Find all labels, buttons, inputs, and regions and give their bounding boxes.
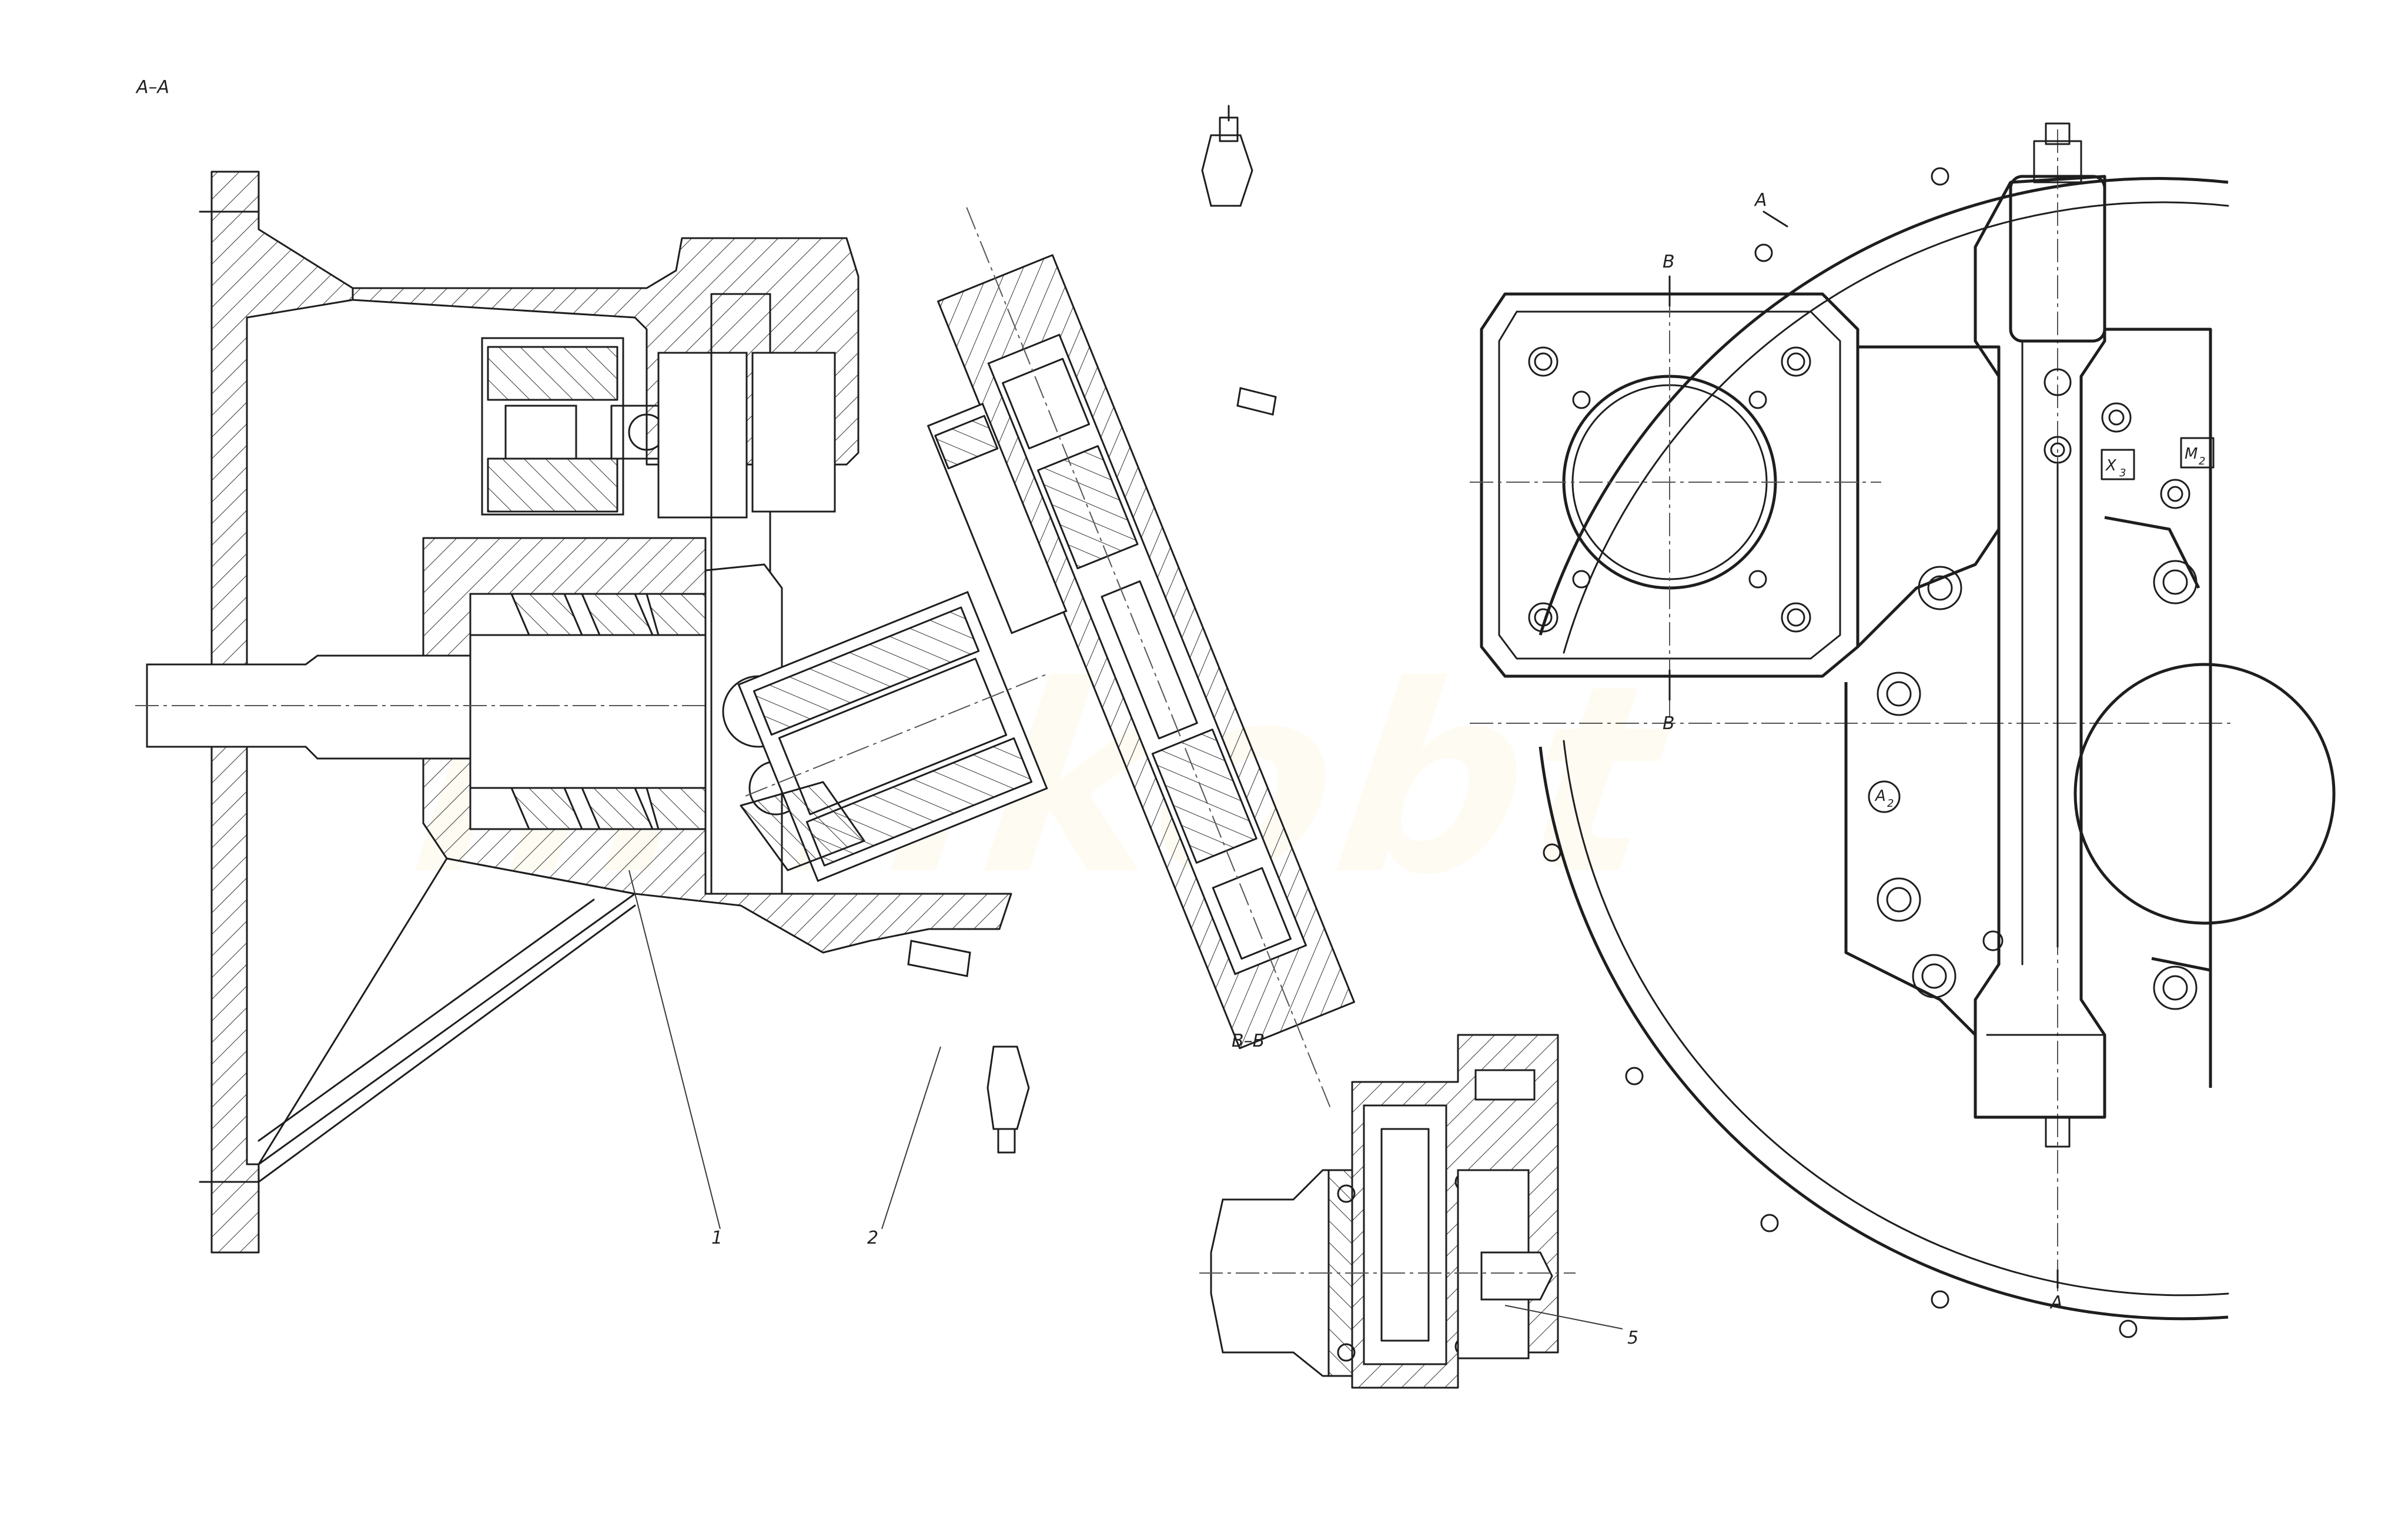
section-bb-title: B–B xyxy=(1232,1031,1265,1051)
port-label-x3: X xyxy=(2105,457,2117,475)
top-adjust-screw xyxy=(1201,105,1253,207)
square-flange xyxy=(1480,292,1859,678)
control-column xyxy=(1974,175,2106,1119)
front-view xyxy=(1470,122,2336,1338)
port-label-m2: M xyxy=(2185,445,2198,463)
port-label-x3-sub: 3 xyxy=(2119,467,2126,479)
flange-bolt-holes xyxy=(1543,167,2138,1338)
callout-2: 2 xyxy=(867,1228,878,1248)
cut-label-b-top: B xyxy=(1663,252,1675,272)
section-bb-view xyxy=(1199,1034,1623,1389)
mounting-flange xyxy=(210,171,354,1254)
bottom-adjust-screw xyxy=(986,1045,1030,1154)
cut-label-b-bottom: B xyxy=(1663,713,1675,734)
port-label-a2-sub: 2 xyxy=(1887,797,1894,810)
drive-shaft xyxy=(135,634,999,789)
callout-1: 1 xyxy=(711,1228,723,1248)
control-housing xyxy=(927,207,1355,1107)
port-label-a2: A xyxy=(1874,787,1886,805)
callout-5: 5 xyxy=(1627,1328,1638,1348)
tapered-bearings xyxy=(510,593,707,830)
section-aa-title: A–A xyxy=(135,77,169,98)
support-rib xyxy=(257,857,636,1165)
square-flange-bolts xyxy=(1528,346,1811,633)
cut-label-a-bottom: A xyxy=(2049,1292,2063,1313)
body-bosses xyxy=(1877,402,2198,1010)
section-aa-view xyxy=(135,105,1355,1254)
cut-label-a-top: A xyxy=(1754,190,1767,211)
port-label-m2-sub: 2 xyxy=(2199,455,2205,467)
